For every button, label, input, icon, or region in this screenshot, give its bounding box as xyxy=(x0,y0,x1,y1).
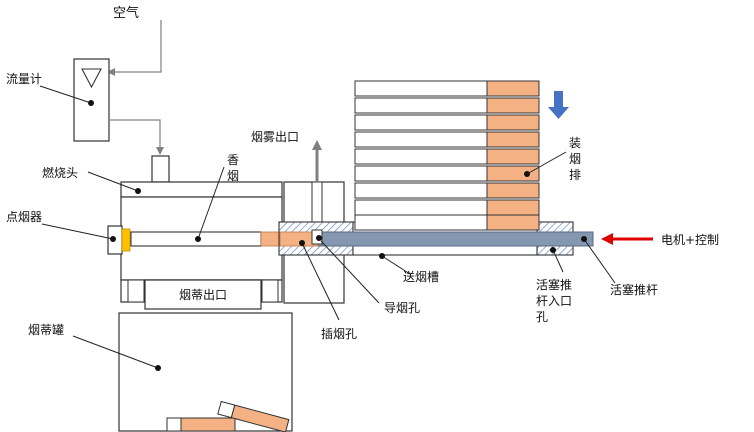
piston-entry-label-line1: 活塞推 xyxy=(536,277,572,292)
down-arrow-icon xyxy=(548,91,569,119)
piston-entry-leader xyxy=(552,249,564,273)
motor-control-label: 电机+控制 xyxy=(661,233,719,247)
flowmeter-dot xyxy=(88,100,94,106)
cig-rack-label-line3: 排 xyxy=(569,168,581,182)
triangle-down-icon xyxy=(81,68,102,89)
piston-entry-dot xyxy=(550,247,556,253)
butt-tank-label: 烟蒂罐 xyxy=(28,323,64,337)
cig-rack-label-line2: 烟 xyxy=(569,152,581,166)
smoke-outlet-label: 烟雾出口 xyxy=(251,130,299,144)
left-arrow-icon xyxy=(601,233,653,245)
cigarette-label-line1: 香 xyxy=(227,153,239,167)
flowmeter-label: 流量计 xyxy=(6,72,42,86)
piston-entry-label-line2: 杆入口 xyxy=(536,294,572,308)
burner-head-dot xyxy=(135,188,141,194)
cigarette-label-line2: 烟 xyxy=(227,169,239,183)
feed-groove-dot xyxy=(379,253,385,259)
up-arrow-icon xyxy=(312,140,322,150)
insert-hole-label: 插烟孔 xyxy=(321,327,357,341)
smoke-guide-hole-leader xyxy=(320,240,380,304)
burner-head-label: 燃烧头 xyxy=(42,165,78,180)
piston-rod-label: 活塞推杆 xyxy=(610,282,658,297)
cigarette-dot xyxy=(195,236,201,242)
air-label: 空气 xyxy=(113,5,139,21)
cig-rack-label-line1: 装 xyxy=(569,136,581,150)
cig-rack-dot xyxy=(524,171,530,177)
butt-tank-dot xyxy=(155,365,161,371)
piston-rod-leader xyxy=(583,238,616,284)
butt-tank-leader xyxy=(72,335,159,369)
feed-groove-label: 送烟槽 xyxy=(403,269,439,284)
igniter-dot xyxy=(110,236,116,242)
feed-groove-leader xyxy=(381,255,411,275)
flowmeter-outlet-line xyxy=(109,119,164,155)
butt-tank xyxy=(118,312,293,432)
smoke-guide-hole-label: 导烟孔 xyxy=(384,301,420,315)
butt-outlet-label: 烟蒂出口 xyxy=(179,288,227,302)
butt-outlet-box xyxy=(144,279,262,310)
burner-head-leader xyxy=(87,171,139,192)
burner-inlet xyxy=(151,155,170,183)
flowmeter-leader xyxy=(39,85,92,104)
igniter-leader xyxy=(41,223,114,240)
piston-rod-dot xyxy=(581,236,587,242)
cig-rack-leader xyxy=(526,151,567,175)
igniter-label: 点烟器 xyxy=(6,210,42,224)
smoke-guide-hole-dot xyxy=(316,235,322,241)
piston-entry-label-line3: 孔 xyxy=(536,310,548,324)
piston-rod xyxy=(317,231,594,247)
insert-hole-leader xyxy=(301,242,340,321)
cigarette-rack xyxy=(354,80,540,231)
insert-hole-dot xyxy=(299,240,305,246)
air-supply-line xyxy=(107,20,162,76)
cigarette-leader xyxy=(197,166,225,240)
flowmeter xyxy=(73,58,110,142)
